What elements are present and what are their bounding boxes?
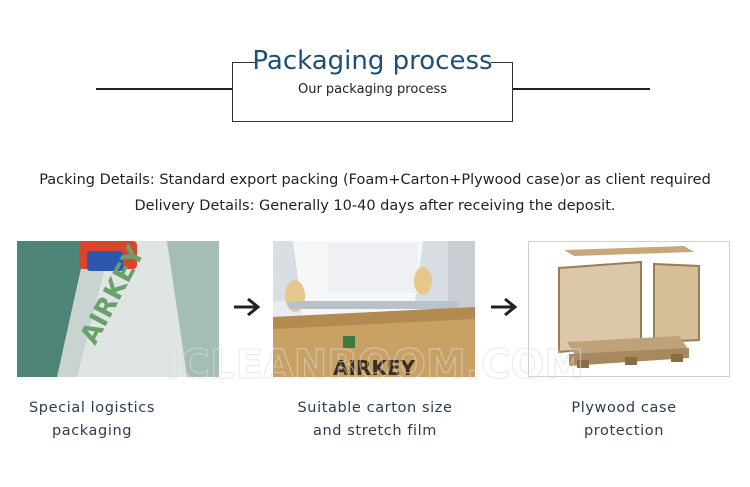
carton-brand-text: AIRKEY [333,356,415,377]
step-2-caption: Suitable carton size and stretch film [274,397,476,443]
page-title: Packaging process [252,46,493,76]
carton-stretch-film-photo: AIRKEY [273,241,475,377]
step-1-caption-line-1: Special logistics [29,400,155,416]
page-subtitle: Our packaging process [297,82,448,97]
step-3-caption-line-2: protection [583,423,665,439]
step-1-caption: Special logistics packaging [0,397,193,443]
step-3-caption: Plywood case protection [523,397,725,443]
step-2-caption-line-2: and stretch film [312,423,438,439]
step-3-caption-line-1: Plywood case [571,400,677,416]
step-2-caption-line-1: Suitable carton size [297,400,453,416]
right-arrow-icon [232,296,262,318]
title-frame [232,61,513,122]
packing-details-text: Packing Details: Standard export packing… [39,172,711,188]
delivery-details-text: Delivery Details: Generally 10-40 days a… [134,198,616,214]
logistics-packaging-photo: AIRKEY [17,241,219,377]
right-divider-line [492,88,650,90]
right-arrow-icon [489,296,519,318]
plywood-case-photo [528,241,730,377]
left-divider-line [96,88,252,90]
step-1-caption-line-2: packaging [51,423,133,439]
